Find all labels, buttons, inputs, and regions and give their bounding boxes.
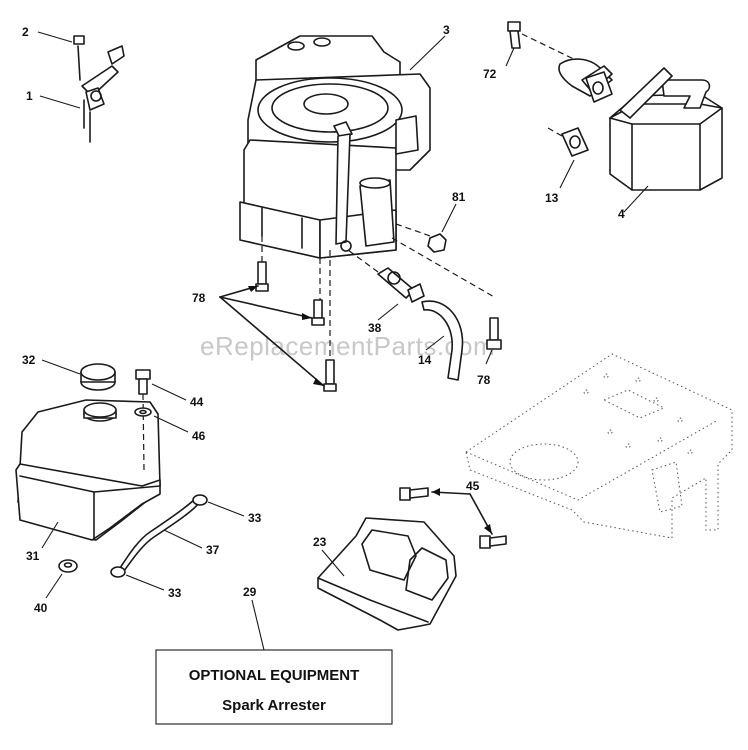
- optional-equipment-title: OPTIONAL EQUIPMENT: [189, 667, 360, 684]
- callout-2: 2: [22, 25, 29, 39]
- gasket-part: [561, 71, 613, 157]
- callout-37: 37: [206, 543, 220, 557]
- callout-40: 40: [34, 601, 48, 615]
- fuel-tank-part: [15, 399, 161, 541]
- watermark: eReplacementParts.com: [200, 331, 495, 361]
- leader-38: [377, 303, 399, 321]
- muffler-part: [558, 58, 723, 191]
- callout-3: 3: [443, 23, 450, 37]
- leader-31: [41, 521, 59, 549]
- engine-part: [239, 35, 431, 259]
- callout-13: 13: [545, 191, 559, 205]
- callout-78-left: 78: [192, 291, 206, 305]
- bolt-part-78: [486, 317, 502, 350]
- callout-46: 46: [192, 429, 206, 443]
- leader-40: [45, 573, 63, 599]
- callout-29: 29: [243, 585, 257, 599]
- leader-13: [559, 159, 575, 189]
- leader-1: [39, 95, 81, 109]
- fuel-valve-part: [347, 249, 425, 303]
- leader-33-lower: [125, 574, 165, 591]
- leader-81: [441, 203, 457, 233]
- screw-part-45-upper: [399, 487, 429, 501]
- callout-1: 1: [26, 89, 33, 103]
- engine-bolts-part: [255, 261, 337, 392]
- leader-3: [409, 35, 446, 71]
- callout-44: 44: [190, 395, 204, 409]
- grommet-part-40: [58, 559, 78, 573]
- callout-33-upper: 33: [248, 511, 262, 525]
- leader-37: [163, 529, 203, 549]
- washer-part-46: [134, 407, 152, 417]
- leader-44: [151, 383, 187, 401]
- leader-23: [321, 549, 345, 577]
- fuel-line-part: [421, 300, 464, 381]
- callout-33-lower: 33: [168, 586, 182, 600]
- callout-32: 32: [22, 353, 36, 367]
- leader-29: [251, 599, 265, 651]
- callout-23: 23: [313, 535, 327, 549]
- callout-45: 45: [466, 479, 480, 493]
- bolt-part-44: [135, 369, 151, 395]
- screw-part-45-lower: [479, 535, 507, 549]
- throttle-control-part: [73, 35, 125, 143]
- hose-clamp-lower: [110, 566, 126, 578]
- callout-78-right: 78: [477, 373, 491, 387]
- callout-31: 31: [26, 549, 40, 563]
- bolt-part-72: [507, 21, 521, 49]
- nut-part-81: [427, 233, 447, 253]
- leader-46: [153, 415, 189, 433]
- callout-4: 4: [618, 207, 625, 221]
- leader-2: [37, 31, 73, 43]
- leader-78-right: [485, 349, 493, 365]
- callout-72: 72: [483, 67, 497, 81]
- leader-14: [425, 335, 445, 351]
- leader-33-upper: [207, 501, 245, 517]
- tractor-frame: [465, 353, 733, 539]
- optional-equipment-box: [155, 649, 393, 725]
- callout-38: 38: [368, 321, 382, 335]
- callout-81: 81: [452, 190, 466, 204]
- leader-4: [623, 185, 649, 213]
- hose-clamp-upper: [192, 494, 208, 506]
- spark-arrester-label: Spark Arrester: [222, 697, 326, 714]
- fuel-cap-part: [80, 363, 116, 391]
- callout-14: 14: [418, 353, 432, 367]
- heat-shield-part: [317, 517, 457, 631]
- leader-72: [505, 47, 515, 67]
- leader-32: [41, 359, 81, 375]
